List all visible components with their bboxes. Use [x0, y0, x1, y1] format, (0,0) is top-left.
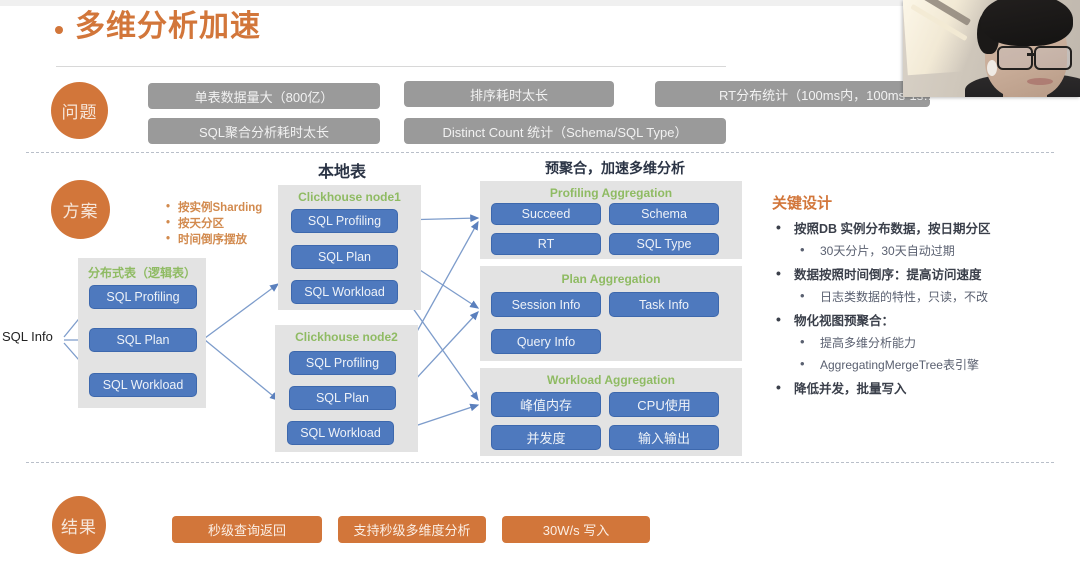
key-design-section: 关键设计 按照DB 实例分布数据，按日期分区 30天分片，30天自动过期 数据按… [772, 192, 1072, 397]
node2-item-sql-profiling[interactable]: SQL Profiling [289, 351, 396, 375]
plan-item-task-info[interactable]: Task Info [609, 292, 719, 317]
top-strip [0, 0, 1080, 6]
plan-item-query-info[interactable]: Query Info [491, 329, 601, 354]
key-design-item: 物化视图预聚合： [772, 312, 1072, 329]
presenter-earbud [987, 60, 997, 76]
panel-title: Plan Aggregation [561, 272, 661, 286]
title-text: 多维分析加速 [75, 10, 261, 43]
stage-badge-result: 结果 [52, 496, 106, 554]
distributed-item-sql-plan[interactable]: SQL Plan [89, 328, 197, 352]
workload-item-io[interactable]: 输入输出 [609, 425, 719, 450]
node1-item-sql-workload[interactable]: SQL Workload [291, 280, 398, 304]
presenter-hair [981, 0, 1073, 46]
key-design-item: 日志类数据的特性，只读，不改 [772, 288, 1072, 305]
plan-bullet-item: 按实例Sharding [164, 199, 314, 216]
plan-bullet-item: 按天分区 [164, 215, 314, 232]
panel-title: Workload Aggregation [546, 373, 675, 387]
plan-item-session-info[interactable]: Session Info [491, 292, 601, 317]
key-design-item: AggregatingMergeTree表引擎 [772, 356, 1072, 373]
presenter-glasses-left [997, 46, 1033, 70]
workload-item-concurrency[interactable]: 并发度 [491, 425, 601, 450]
plan-bullet-list: 按实例Sharding 按天分区 时间倒序摆放 [164, 199, 314, 248]
key-design-item: 降低并发，批量写入 [772, 380, 1072, 397]
problem-pill: 单表数据量大（800亿） [148, 83, 380, 109]
panel-title: Clickhouse node1 [298, 190, 401, 204]
workload-item-cpu-usage[interactable]: CPU使用 [609, 392, 719, 417]
page-title: 多维分析加速 [55, 12, 261, 42]
result-pill: 支持秒级多维度分析 [338, 516, 486, 543]
plan-bullet-item: 时间倒序摆放 [164, 231, 314, 248]
section-divider-top [26, 152, 1054, 153]
title-bullet-icon [55, 26, 63, 34]
node1-item-sql-plan[interactable]: SQL Plan [291, 245, 398, 269]
presenter-mouth [1027, 78, 1053, 85]
node2-item-sql-plan[interactable]: SQL Plan [289, 386, 396, 410]
key-design-title: 关键设计 [772, 195, 833, 212]
problem-pill: 排序耗时太长 [404, 81, 614, 107]
key-design-item: 按照DB 实例分布数据，按日期分区 [772, 220, 1072, 237]
node2-item-sql-workload[interactable]: SQL Workload [287, 421, 394, 445]
presenter-glasses-right [1034, 46, 1072, 70]
problem-pill: Distinct Count 统计（Schema/SQL Type） [404, 118, 726, 144]
distributed-item-sql-profiling[interactable]: SQL Profiling [89, 285, 197, 309]
key-design-item: 30天分片，30天自动过期 [772, 242, 1072, 259]
problem-pill: SQL聚合分析耗时太长 [148, 118, 380, 144]
sql-info-label: SQL Info [2, 329, 53, 344]
panel-title: Profiling Aggregation [549, 186, 673, 200]
profiling-item-schema[interactable]: Schema [609, 203, 719, 225]
distributed-item-sql-workload[interactable]: SQL Workload [89, 373, 197, 397]
presenter-video-overlay[interactable] [903, 0, 1080, 97]
key-design-item: 提高多维分析能力 [772, 334, 1072, 351]
profiling-item-sql-type[interactable]: SQL Type [609, 233, 719, 255]
node1-item-sql-profiling[interactable]: SQL Profiling [291, 209, 398, 233]
caption-pre-aggregation: 预聚合，加速多维分析 [545, 160, 685, 176]
panel-title: 分布式表（逻辑表） [87, 266, 196, 280]
profiling-item-succeed[interactable]: Succeed [491, 203, 601, 225]
title-divider [56, 66, 726, 67]
result-pill: 秒级查询返回 [172, 516, 322, 543]
section-divider-bottom [26, 462, 1054, 463]
problem-pill: RT分布统计（100ms内，100ms-1s… [655, 81, 930, 107]
presenter-glasses-bridge [1027, 53, 1036, 56]
stage-badge-problem: 问题 [51, 82, 108, 139]
profiling-item-rt[interactable]: RT [491, 233, 601, 255]
stage-badge-plan: 方案 [51, 180, 110, 239]
panel-title: Clickhouse node2 [295, 330, 398, 344]
result-pill: 30W/s 写入 [502, 516, 650, 543]
caption-local-table: 本地表 [318, 164, 367, 181]
workload-item-peak-memory[interactable]: 峰值内存 [491, 392, 601, 417]
key-design-item: 数据按照时间倒序：提高访问速度 [772, 266, 1072, 283]
